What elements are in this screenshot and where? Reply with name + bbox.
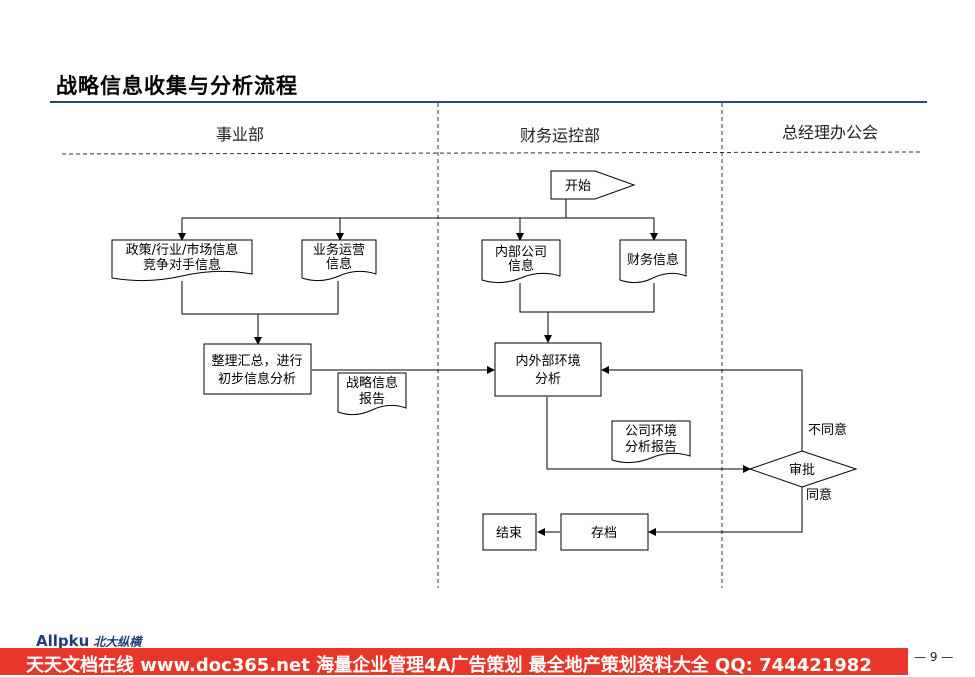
doc-policy-line2: 竞争对手信息: [143, 257, 221, 273]
process-archive: 存档: [560, 513, 649, 551]
process-summary-line1: 整理汇总，进行: [211, 354, 302, 369]
logo-subtext: 北大纵横: [93, 635, 142, 649]
process-summary: 整理汇总，进行 初步信息分析: [203, 343, 312, 395]
start-node: 开始: [550, 170, 636, 200]
page-title: 战略信息收集与分析流程: [56, 73, 298, 98]
doc-ops-line1: 业务运营: [313, 242, 365, 258]
process-env-line2: 分析: [535, 372, 561, 387]
connectors: [178, 199, 803, 536]
decision-approval: 审批: [748, 450, 858, 488]
doc-finance-label: 财务信息: [627, 252, 679, 268]
title-divider: [50, 101, 927, 103]
decision-label: 审批: [789, 463, 815, 478]
logo-text: Allpku: [36, 632, 90, 650]
lane-header-business-unit: 事业部: [215, 125, 264, 144]
doc-policy-info: 政策/行业/市场信息 竞争对手信息: [111, 239, 253, 282]
doc-strategy-report: 战略信息 报告: [337, 372, 407, 416]
doc-policy-line1: 政策/行业/市场信息: [126, 242, 239, 258]
footer-banner: 天天文档在线 www.doc365.net 海量企业管理4A广告策划 最全地产策…: [0, 648, 908, 676]
lane-dividers: [61, 103, 921, 588]
start-label: 开始: [565, 179, 591, 194]
lane-header-finance: 财务运控部: [519, 126, 600, 145]
flowchart: 开始 政策/行业/市场信息 竞争对手信息 业务运营 信息 内部公司 信息 财务信…: [61, 103, 921, 588]
doc-internal-line1: 内部公司: [495, 244, 547, 260]
doc-env-report: 公司环境 分析报告: [611, 420, 691, 464]
doc-strategy-line1: 战略信息: [346, 375, 398, 391]
process-env-line1: 内外部环境: [515, 353, 580, 369]
end-label: 结束: [496, 526, 522, 541]
end-node: 结束: [482, 513, 537, 551]
process-summary-line2: 初步信息分析: [218, 371, 296, 387]
doc-ops-info: 业务运营 信息: [301, 239, 377, 282]
label-disagree: 不同意: [808, 422, 847, 438]
footer-banner-text: 天天文档在线 www.doc365.net 海量企业管理4A广告策划 最全地产策…: [26, 655, 872, 676]
lane-header-gm-office: 总经理办公会: [781, 123, 878, 142]
doc-internal-line2: 信息: [508, 258, 534, 274]
doc-env-report-line2: 分析报告: [625, 440, 677, 455]
label-agree: 同意: [806, 487, 832, 503]
doc-ops-line2: 信息: [326, 256, 352, 272]
doc-finance-info: 财务信息: [619, 239, 687, 284]
doc-strategy-line2: 报告: [359, 392, 385, 407]
process-archive-label: 存档: [591, 526, 617, 541]
doc-internal-info: 内部公司 信息: [481, 239, 561, 284]
process-env-analysis: 内外部环境 分析: [494, 342, 602, 397]
doc-env-report-line1: 公司环境: [625, 424, 677, 439]
page-number: — 9 —: [914, 650, 954, 664]
